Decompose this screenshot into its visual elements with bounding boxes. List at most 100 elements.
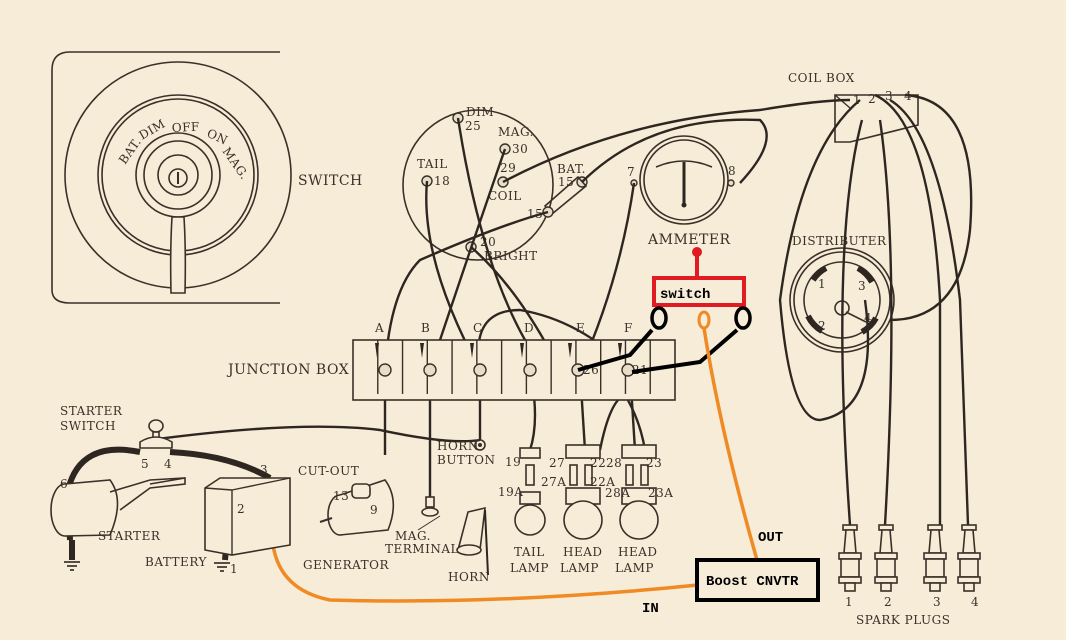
label-bright: BRIGHT <box>484 249 538 263</box>
label-mag-number: 30 <box>512 142 528 156</box>
ammeter: 7 8 AMMETER <box>627 135 736 248</box>
battery-terminal-1: 1 <box>230 562 238 576</box>
boost-converter: Boost CNVTR OUT IN <box>642 530 820 617</box>
spark-plugs-title: SPARK PLUGS <box>856 613 950 627</box>
horn-title: HORN <box>448 570 490 584</box>
generator-terminal-9: 9 <box>370 503 378 517</box>
cutout-label: CUT-OUT <box>298 464 359 478</box>
battery-title: BATTERY <box>145 555 207 569</box>
coil-box-title: COIL BOX <box>788 71 855 85</box>
boost-converter-label: Boost CNVTR <box>706 574 799 590</box>
ignition-switch: BAT. DIM OFF ON MAG. SWITCH <box>51 51 363 304</box>
lamps: 19 19A TAIL LAMP 27 22 27A 22A HEAD LAMP <box>498 444 673 575</box>
ground-icon <box>214 562 230 572</box>
junction-tab <box>420 343 424 358</box>
label-coil-number: 29 <box>500 161 516 175</box>
junction-tab <box>470 343 474 358</box>
lighting-switch: DIM 25 MAG. 30 TAIL 18 29 COIL BAT. 15 1… <box>402 105 588 263</box>
tail-lamp-bottom-19a: 19A <box>498 485 523 499</box>
coil-terminal-2: 2 <box>868 92 876 106</box>
spark-plug-number-4: 4 <box>971 595 979 609</box>
column-b: B <box>421 321 430 335</box>
ammeter-label-7: 7 <box>627 165 635 179</box>
head-lamp-1-top-27: 27 <box>549 456 565 470</box>
column-d: D <box>524 321 534 335</box>
head-lamp-2: 28 23 28A 23A HEAD LAMP <box>605 444 673 575</box>
tail-lamp-label-2: LAMP <box>510 561 549 575</box>
ammeter-terminal-8 <box>727 179 735 187</box>
junction-box: JUNCTION BOX A B C D E F 26 21 <box>226 321 676 401</box>
boost-out-label: OUT <box>758 530 783 546</box>
starter-switch-title-1: STARTER <box>60 404 123 418</box>
junction-terminal-a <box>378 363 392 377</box>
dial-bat: BAT. <box>116 135 144 167</box>
junction-box-title: JUNCTION BOX <box>226 362 349 378</box>
column-f: F <box>624 321 633 335</box>
label-mag: MAG. <box>498 125 534 139</box>
dial-on: ON <box>205 126 230 148</box>
column-c: C <box>473 321 483 335</box>
switch-title: SWITCH <box>298 173 363 189</box>
horn-button-icon <box>474 439 486 451</box>
label-tail: TAIL <box>417 157 448 171</box>
head-lamp-2-label-2: LAMP <box>615 561 654 575</box>
starter-title: STARTER <box>98 529 161 543</box>
label-tail-number: 18 <box>434 174 450 188</box>
junction-terminal-c <box>473 363 487 377</box>
spark-plug-number-1: 1 <box>845 595 853 609</box>
label-bat-number: 15 <box>558 175 574 189</box>
spark-plug-2-icon <box>874 524 898 592</box>
starter-switch-terminal-4: 4 <box>164 457 172 471</box>
tail-lamp-label-1: TAIL <box>514 545 545 559</box>
battery-terminal-3: 3 <box>260 463 268 477</box>
mag-terminal: MAG. TERMINAL <box>385 496 459 556</box>
starter-terminal-6: 6 <box>60 477 68 491</box>
junction-tab <box>520 343 524 358</box>
boost-converter-wiring <box>271 327 759 603</box>
coil-terminal-1: 1 <box>853 93 861 107</box>
head-lamp-2-bottom-23a: 23A <box>648 486 673 500</box>
junction-tab <box>568 343 572 358</box>
switch-right-terminal-icon <box>734 306 752 330</box>
spark-plug-3-icon <box>923 524 947 592</box>
switch-label: switch <box>660 287 710 303</box>
head-lamp-1-label-1: HEAD <box>563 545 603 559</box>
head-lamp-2-top-28: 28 <box>606 456 622 470</box>
battery-terminal-2: 2 <box>237 502 245 516</box>
head-lamp-2-bottom-28a: 28A <box>605 486 630 500</box>
mag-terminal-label-1: MAG. <box>395 529 431 543</box>
switch-mid-terminal-icon <box>697 310 711 330</box>
battery: 3 2 1 BATTERY <box>145 463 291 576</box>
head-lamp-1-bottom-22a: 22A <box>590 475 615 489</box>
spark-plug-number-3: 3 <box>933 595 941 609</box>
starter-switch-title-2: SWITCH <box>60 419 116 433</box>
starter-switch: STARTER SWITCH 5 4 <box>60 404 173 471</box>
generator-terminal-13: 13 <box>333 489 349 503</box>
head-lamp-1-bottom-27a: 27A <box>541 475 566 489</box>
distributer-title: DISTRIBUTER <box>792 234 887 248</box>
label-coil: COIL <box>488 189 522 203</box>
head-lamp-2-label-1: HEAD <box>618 545 658 559</box>
mag-terminal-label-2: TERMINAL <box>385 542 459 556</box>
ammeter-title: AMMETER <box>647 232 731 248</box>
column-a: A <box>374 321 384 335</box>
dial-dim: DIM <box>137 116 168 142</box>
dial-mag: MAG. <box>220 145 252 182</box>
junction-terminal-b <box>423 363 437 377</box>
ground-icon <box>64 561 80 571</box>
head-lamp-1-label-2: LAMP <box>560 561 599 575</box>
distributer-terminal-1: 1 <box>818 277 826 291</box>
added-switch: switch <box>577 247 752 374</box>
key-slot-icon <box>168 168 188 188</box>
starter-switch-terminal-5: 5 <box>141 457 149 471</box>
junction-terminal-d <box>523 363 537 377</box>
head-lamp-1: 27 22 27A 22A HEAD LAMP <box>541 444 615 575</box>
spark-plug-number-2: 2 <box>884 595 892 609</box>
distributer-terminal-2: 2 <box>818 319 826 333</box>
tail-lamp: 19 19A TAIL LAMP <box>498 447 549 575</box>
tail-lamp-top-19: 19 <box>505 455 521 469</box>
horn-button-label-1: HORN <box>437 439 479 453</box>
switch-left-terminal-icon <box>650 306 668 330</box>
spark-plug-1-icon <box>838 524 862 592</box>
